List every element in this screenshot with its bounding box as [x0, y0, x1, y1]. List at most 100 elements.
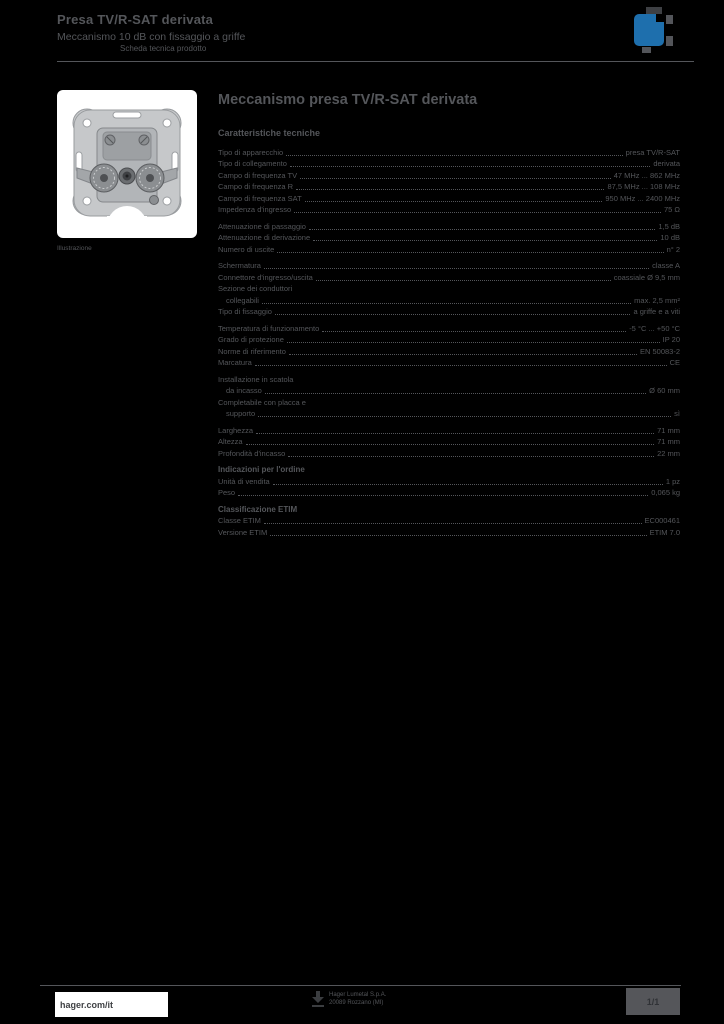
spec-group-title: Classificazione ETIM — [218, 504, 298, 514]
image-caption: Illustrazione — [57, 245, 92, 252]
spec-label: Schermatura — [218, 261, 261, 270]
spec-value: EC000461 — [644, 516, 680, 525]
footer-divider — [40, 985, 681, 986]
spec-row: collegabili max. 2,5 mm² — [218, 294, 680, 306]
spec-value: 1 pz — [665, 476, 680, 486]
spec-row: supporto sì — [218, 408, 680, 420]
leader-dots — [270, 534, 647, 536]
spec-row: Norme di riferimento EN 50083-2 — [218, 345, 680, 357]
spec-label: Classe ETIM — [218, 516, 261, 525]
spec-label: collegabili — [226, 295, 259, 305]
spec-label: Sezione dei conduttori — [218, 284, 293, 293]
spec-value: 75 Ω — [663, 205, 680, 214]
spec-value: sì — [674, 409, 680, 418]
spec-label: Altezza — [218, 437, 243, 446]
leader-dots — [286, 154, 623, 156]
leader-dots — [288, 455, 655, 457]
leader-dots — [313, 240, 658, 241]
leader-dots — [315, 279, 611, 281]
spec-value: n° 2 — [666, 244, 680, 254]
leader-dots — [261, 302, 632, 304]
document-title: Presa TV/R-SAT derivata — [57, 12, 214, 27]
leader-dots — [256, 432, 655, 434]
spec-row: Completabile con placca e — [218, 396, 680, 408]
leader-dots — [264, 393, 647, 394]
spec-value: 47 MHz ... 862 MHz — [613, 170, 680, 180]
leader-dots — [304, 200, 603, 202]
spec-label: Norme di riferimento — [218, 346, 286, 356]
spec-group-title: Indicazioni per l'ordine — [218, 465, 305, 474]
spec-label: Connettore d'ingresso/uscita — [218, 272, 313, 282]
spec-value: max. 2,5 mm² — [634, 295, 680, 305]
section-title: Caratteristiche tecniche — [218, 128, 321, 138]
spec-label: Temperatura di funzionamento — [218, 323, 320, 333]
document-subtitle-2: Scheda tecnica prodotto — [120, 44, 207, 53]
leader-dots — [288, 353, 637, 355]
header-divider — [57, 61, 694, 62]
leader-dots — [274, 314, 631, 315]
spec-row: Classificazione ETIM — [218, 503, 680, 515]
spec-value: EN 50083-2 — [639, 346, 680, 356]
spec-row: Indicazioni per l'ordine — [218, 464, 680, 476]
spec-label: Unità di vendita — [218, 476, 270, 486]
spec-value: 950 MHz ... 2400 MHz — [605, 193, 680, 203]
spec-value: 1,5 dB — [658, 221, 680, 231]
spec-row: Campo di frequenza SAT 950 MHz ... 2400 M… — [218, 192, 680, 204]
spec-value: 71 mm — [657, 425, 680, 435]
spec-value: presa TV/R-SAT — [625, 147, 680, 157]
spec-label: Tipo di apparecchio — [218, 147, 284, 157]
spec-row: Tipo di apparecchio presa TV/R-SAT — [218, 146, 680, 158]
website-link[interactable]: hager.com/it — [60, 999, 114, 1010]
spec-label: Installazione in scatola — [218, 374, 294, 384]
spec-label: Impedenza d'ingresso — [218, 205, 292, 214]
footer-company: Hager Lumetal S.p.A. 20089 Rozzano (MI) — [312, 991, 386, 1007]
spec-row: Attenuazione di passaggio 1,5 dB — [218, 220, 680, 232]
spec-row: Unità di vendita 1 pz — [218, 475, 680, 487]
leader-dots — [245, 444, 655, 445]
leader-dots — [300, 177, 611, 179]
leader-dots — [322, 330, 627, 332]
leader-dots — [254, 365, 667, 366]
spec-row: da incasso Ø 60 mm — [218, 385, 680, 397]
spec-value: Ø 60 mm — [649, 386, 680, 395]
page-number: 1/1 — [646, 996, 660, 1007]
hager-logo-icon — [633, 6, 681, 54]
spec-label: da incasso — [226, 386, 262, 395]
spec-value: ETIM 7.0 — [649, 527, 680, 537]
spec-label: Campo di frequenza TV — [218, 170, 298, 180]
spec-value: IP 20 — [662, 335, 680, 344]
footer-website-box: hager.com/it — [55, 992, 168, 1017]
spec-value: derivata — [653, 159, 680, 168]
spec-label: Profondità d'incasso — [218, 448, 286, 458]
page-title: Meccanismo presa TV/R-SAT derivata — [218, 92, 478, 108]
leader-dots — [277, 251, 664, 253]
spec-label: Completabile con placca e — [218, 397, 306, 407]
leader-dots — [263, 268, 650, 269]
spec-value: CE — [669, 358, 680, 367]
spec-row: Installazione in scatola — [218, 373, 680, 385]
leader-dots — [238, 495, 649, 496]
spec-label: Tipo di fissaggio — [218, 307, 272, 316]
spec-label: Campo di frequenza SAT — [218, 193, 302, 203]
spec-label: supporto — [226, 409, 256, 418]
page-number-badge: 1/1 — [626, 988, 680, 1015]
spec-value: 87,5 MHz ... 108 MHz — [607, 182, 680, 191]
spec-label: Attenuazione di passaggio — [218, 221, 306, 231]
spec-row: Campo di frequenza TV 47 MHz ... 862 MHz — [218, 169, 680, 181]
leader-dots — [272, 483, 663, 485]
